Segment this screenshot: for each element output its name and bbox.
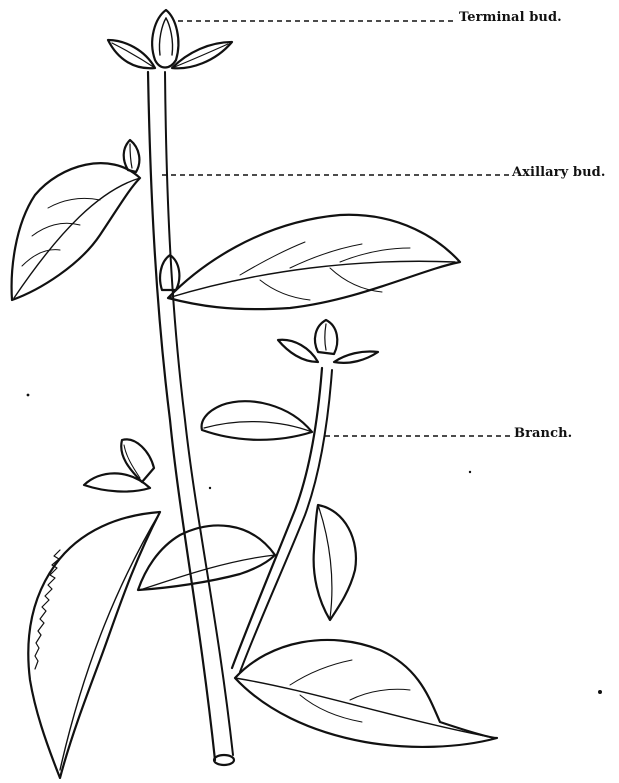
branch-top-leaf-left bbox=[278, 340, 318, 362]
speck bbox=[27, 394, 30, 397]
axillary-bud-label: Axillary bud. bbox=[512, 165, 605, 180]
branch-lower-right-leaf bbox=[314, 505, 356, 620]
terminal-bud-label: Terminal bud. bbox=[459, 10, 562, 25]
serrated-leaf bbox=[28, 512, 160, 778]
upper-left-leaf bbox=[12, 163, 140, 300]
axillary-bud-lower bbox=[160, 255, 179, 290]
speck bbox=[209, 487, 211, 489]
branch-stem bbox=[232, 368, 322, 668]
speck bbox=[598, 690, 602, 694]
branch-left-leaf bbox=[202, 401, 312, 440]
large-right-leaf bbox=[168, 215, 460, 309]
speck bbox=[469, 471, 471, 473]
lower-small-leaf bbox=[84, 473, 150, 491]
stem-cut-end bbox=[214, 755, 234, 765]
branch-top-leaf-right bbox=[334, 351, 378, 362]
branch-label: Branch. bbox=[514, 426, 572, 441]
